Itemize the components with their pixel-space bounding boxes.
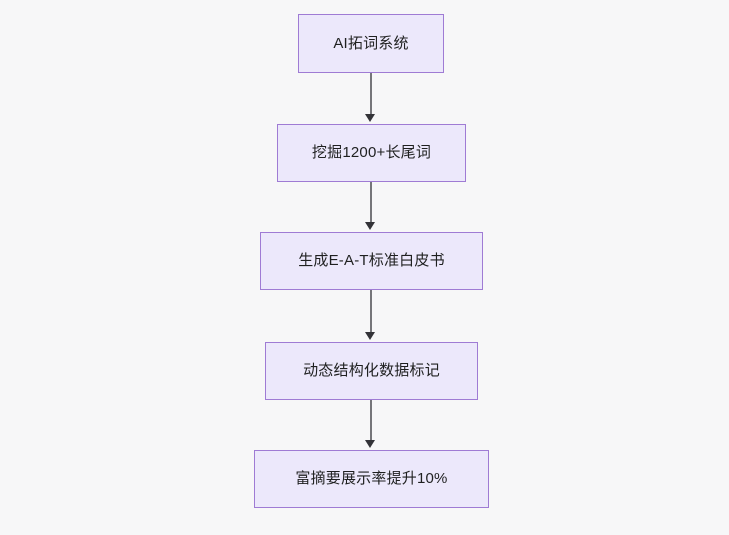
- flow-node-rich-snippet-rate-increase[interactable]: 富摘要展示率提升10%: [254, 450, 489, 508]
- flow-node-dynamic-structured-data-markup[interactable]: 动态结构化数据标记: [265, 342, 478, 400]
- flow-node-label: 富摘要展示率提升10%: [295, 470, 448, 487]
- flow-node-label: 挖掘1200+长尾词: [311, 144, 432, 161]
- connector-line-2: [370, 182, 372, 224]
- flow-node-label: 生成E-A-T标准白皮书: [298, 252, 445, 269]
- connector-arrowhead-3: [364, 332, 375, 340]
- connector-arrowhead-1: [364, 114, 375, 122]
- flow-node-generate-eat-whitepaper[interactable]: 生成E-A-T标准白皮书: [260, 232, 483, 290]
- connector-line-1: [370, 73, 372, 116]
- connector-arrowhead-2: [364, 222, 375, 230]
- connector-line-3: [370, 290, 372, 334]
- connector-arrowhead-4: [364, 440, 375, 448]
- flow-node-ai-keyword-system[interactable]: AI拓词系统: [298, 14, 444, 73]
- flow-node-label: AI拓词系统: [333, 34, 409, 52]
- connector-line-4: [370, 400, 372, 442]
- flow-node-label: 动态结构化数据标记: [303, 362, 440, 379]
- flow-node-mine-longtail-keywords[interactable]: 挖掘1200+长尾词: [277, 124, 466, 182]
